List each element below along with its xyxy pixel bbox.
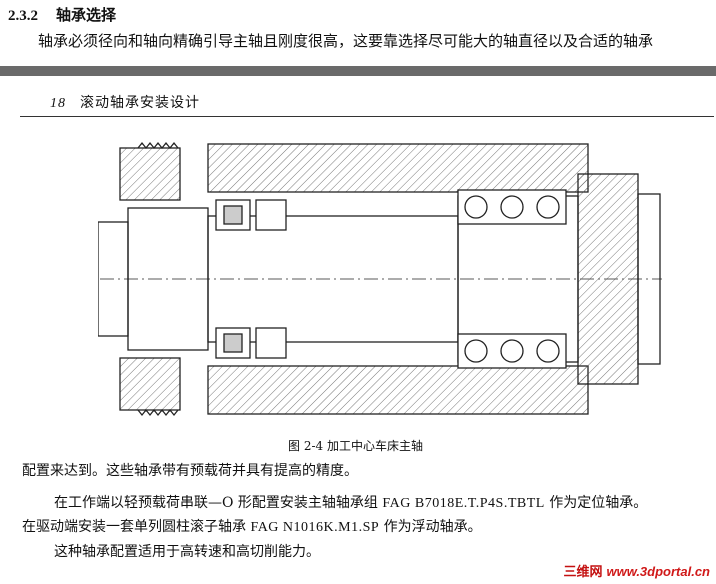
body-line-2: 在工作端以轻预载荷串联—O 形配置安装主轴轴承组 FAG B7018E.T.P4… xyxy=(54,492,647,512)
body-line-1: 配置来达到。这些轴承带有预载荷并具有提高的精度。 xyxy=(22,463,358,479)
book-chapter-title: 滚动轴承安装设计 xyxy=(80,95,200,111)
intro-paragraph: 轴承必须径向和轴向精确引导主轴且刚度很高，这要靠选择尽可能大的轴直径以及合适的轴… xyxy=(38,32,654,50)
body-line-3-text-a: 在驱动端安装一套单列圆柱滚子轴承 xyxy=(22,519,251,535)
front-nut xyxy=(119,141,181,417)
cylindrical-roller-bearing xyxy=(215,199,287,359)
page-number: 18 xyxy=(50,96,66,111)
section-number: 2.3.2 xyxy=(8,8,38,24)
watermark-cn: 三维网 xyxy=(563,564,603,579)
body-line-4: 这种轴承配置适用于高转速和高切削能力。 xyxy=(54,544,320,560)
page-divider xyxy=(0,66,716,76)
angular-contact-bearing-set xyxy=(457,189,567,369)
body-line-3: 在驱动端安装一套单列圆柱滚子轴承 FAG N1016K.M1.SP 作为浮动轴承… xyxy=(22,516,482,536)
watermark-url: www.3dportal.cn xyxy=(606,564,710,579)
figure-caption: 图 2-4 加工中心车床主轴 xyxy=(288,439,423,453)
section-heading: 2.3.2 轴承选择 xyxy=(8,4,116,25)
body-line-2-text-a: 在工作端以轻预载荷串联—O 形配置安装主轴轴承组 xyxy=(54,495,383,511)
book-page-header: 18 滚动轴承安装设计 xyxy=(50,92,200,112)
body-line-3-text-b: 作为浮动轴承。 xyxy=(379,519,482,535)
body-line-2-text-b: 作为定位轴承。 xyxy=(544,495,648,511)
header-rule xyxy=(20,116,714,117)
section-title: 轴承选择 xyxy=(56,6,117,24)
spindle-drawing xyxy=(98,141,662,417)
locating-bearing-model: FAG B7018E.T.P4S.TBTL xyxy=(382,496,545,511)
floating-bearing-model: FAG N1016K.M1.SP xyxy=(250,520,380,535)
housing xyxy=(100,143,662,415)
